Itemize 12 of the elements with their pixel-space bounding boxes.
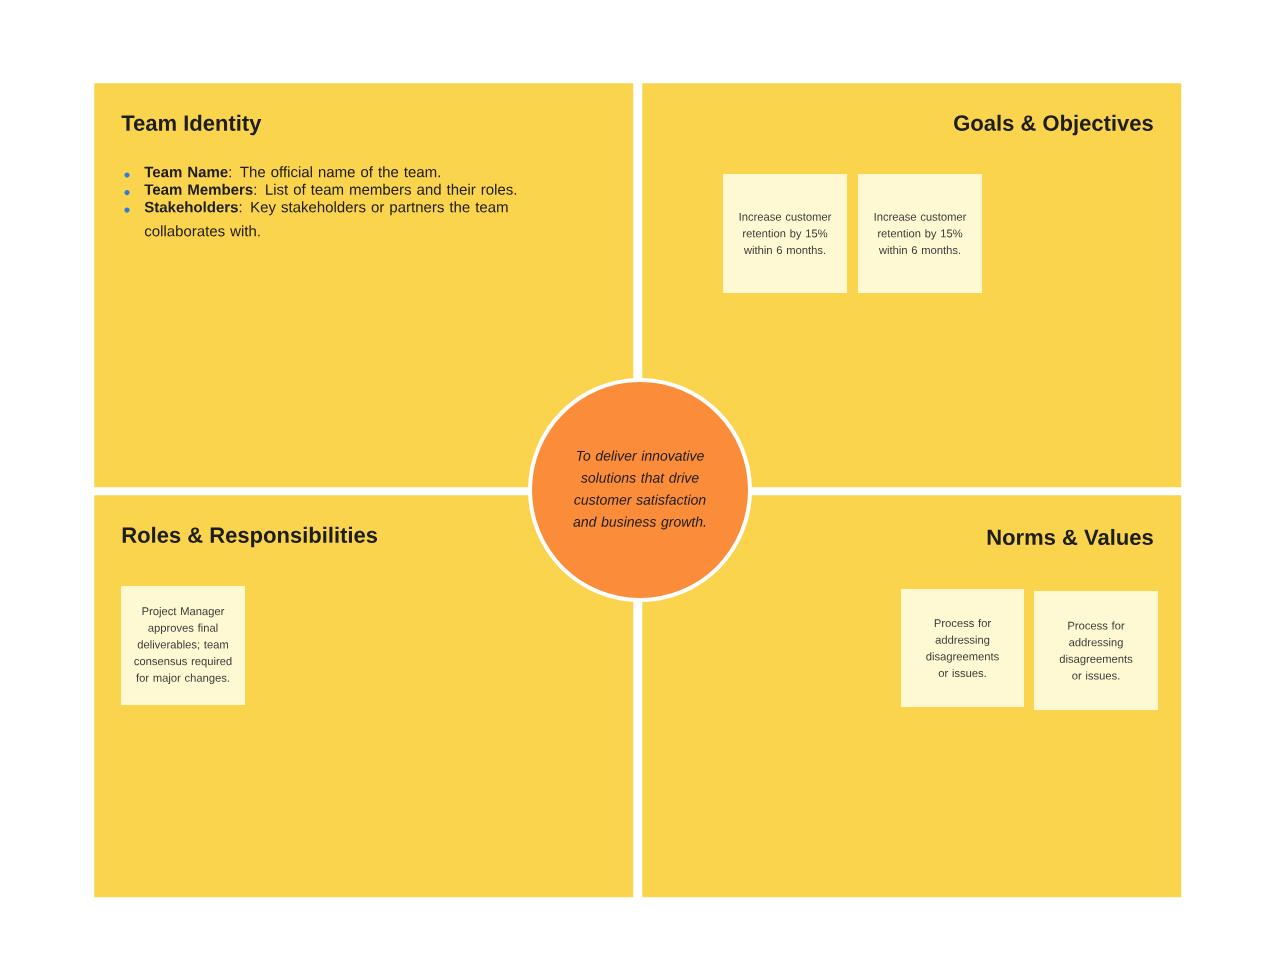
sticky-note: Project Manager approves final deliverables; team consensus required for major changes.: [121, 586, 245, 705]
bullet-item: Team Name: The official name of the team.: [124, 166, 440, 178]
panel-heading: Goals & Objectives: [954, 114, 1153, 136]
sticky-note: Increase customer retention by 15% within 6 months.: [858, 174, 982, 293]
panel-heading: Roles & Responsibilities: [122, 526, 378, 548]
sticky-note: Process for addressing disagreements or issues.: [901, 589, 1024, 707]
panel-heading: Team Identity: [121, 114, 262, 136]
bullet-item: Team Members: List of team members and their roles.: [124, 183, 517, 196]
sticky-note: Process for addressing disagreements or issues.: [1034, 591, 1158, 710]
panel-heading: Norms & Values: [987, 528, 1153, 546]
bullet-item: Stakeholders: Key stakeholders or partners the team collaborates with.: [124, 201, 508, 237]
sticky-note: Increase customer retention by 15% within 6 months.: [723, 174, 847, 293]
